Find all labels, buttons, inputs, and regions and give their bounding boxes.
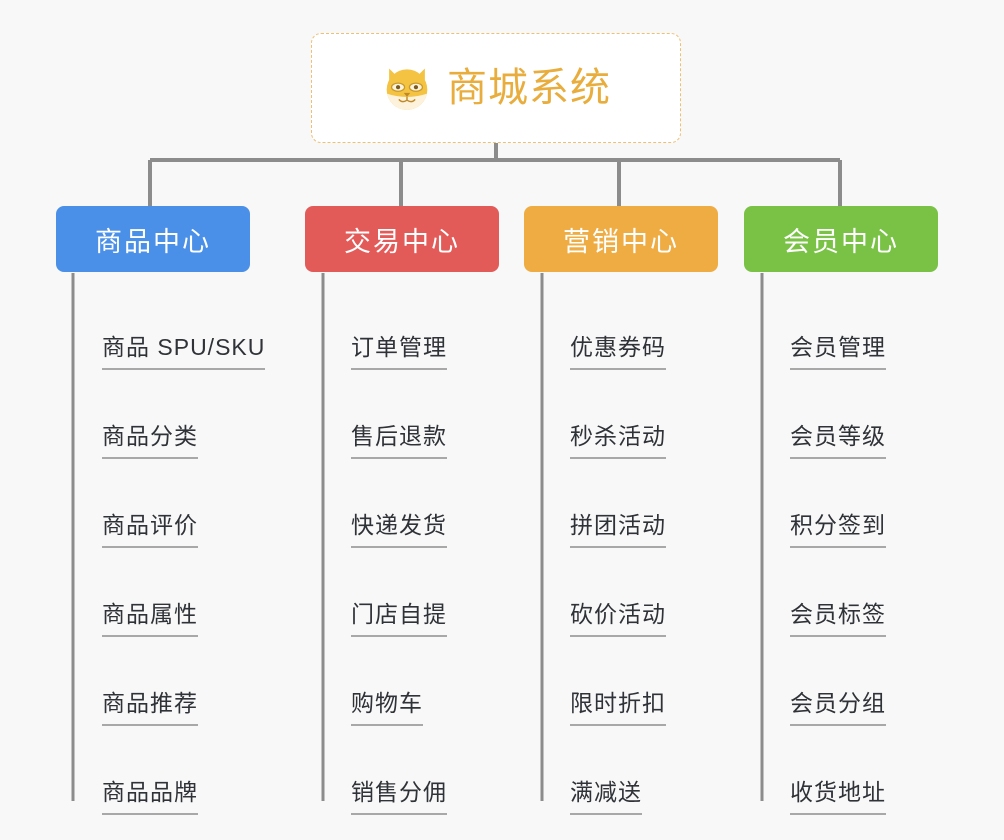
shiba-dog-face-icon bbox=[386, 68, 428, 110]
leaf-list-2: 优惠券码 秒杀活动 拼团活动 砍价活动 限时折扣 满减送 bbox=[524, 272, 718, 815]
leaf-item-label: 限时折扣 bbox=[570, 692, 666, 726]
category-header-label: 会员中心 bbox=[783, 226, 899, 257]
category-header-1[interactable]: 交易中心 bbox=[305, 206, 499, 272]
leaf-item-label: 砍价活动 bbox=[570, 603, 666, 637]
leaf-item-label: 商品属性 bbox=[102, 603, 198, 637]
leaf-item[interactable]: 商品推荐 bbox=[56, 637, 250, 726]
leaf-item-label: 售后退款 bbox=[351, 425, 447, 459]
root-node[interactable]: 商城系统 bbox=[311, 33, 681, 143]
leaf-item-label: 订单管理 bbox=[351, 336, 447, 370]
leaf-list-1: 订单管理 售后退款 快递发货 门店自提 购物车 销售分佣 bbox=[305, 272, 499, 815]
leaf-item[interactable]: 商品分类 bbox=[56, 370, 250, 459]
leaf-item[interactable]: 售后退款 bbox=[305, 370, 499, 459]
root-node-label: 商城系统 bbox=[447, 66, 611, 110]
leaf-item[interactable]: 会员标签 bbox=[744, 548, 938, 637]
leaf-item-label: 会员分组 bbox=[790, 692, 886, 726]
leaf-item[interactable]: 会员分组 bbox=[744, 637, 938, 726]
leaf-item[interactable]: 优惠券码 bbox=[524, 281, 718, 370]
leaf-item[interactable]: 快递发货 bbox=[305, 459, 499, 548]
leaf-list-0: 商品 SPU/SKU 商品分类 商品评价 商品属性 商品推荐 商品品牌 bbox=[56, 272, 266, 815]
leaf-item[interactable]: 限时折扣 bbox=[524, 637, 718, 726]
leaf-item-label: 商品评价 bbox=[102, 514, 198, 548]
leaf-item[interactable]: 商品评价 bbox=[56, 459, 250, 548]
leaf-item-label: 商品 SPU/SKU bbox=[102, 336, 266, 370]
leaf-item[interactable]: 订单管理 bbox=[305, 281, 499, 370]
category-header-0[interactable]: 商品中心 bbox=[56, 206, 250, 272]
leaf-item-label: 拼团活动 bbox=[570, 514, 666, 548]
category-column-0: 商品中心 商品 SPU/SKU 商品分类 商品评价 商品属性 商品推荐 商品品牌 bbox=[56, 206, 266, 815]
leaf-item[interactable]: 商品品牌 bbox=[56, 726, 250, 815]
leaf-list-3: 会员管理 会员等级 积分签到 会员标签 会员分组 收货地址 bbox=[744, 272, 938, 815]
leaf-item[interactable]: 商品 SPU/SKU bbox=[56, 281, 266, 370]
leaf-item-label: 收货地址 bbox=[790, 781, 886, 815]
category-header-label: 交易中心 bbox=[344, 226, 460, 257]
leaf-item[interactable]: 购物车 bbox=[305, 637, 499, 726]
leaf-item-label: 会员标签 bbox=[790, 603, 886, 637]
leaf-item-label: 销售分佣 bbox=[351, 781, 447, 815]
leaf-item[interactable]: 秒杀活动 bbox=[524, 370, 718, 459]
leaf-item-label: 商品分类 bbox=[102, 425, 198, 459]
category-header-label: 商品中心 bbox=[95, 226, 211, 257]
category-header-3[interactable]: 会员中心 bbox=[744, 206, 938, 272]
category-column-1: 交易中心 订单管理 售后退款 快递发货 门店自提 购物车 销售分佣 bbox=[305, 206, 499, 815]
leaf-item[interactable]: 会员管理 bbox=[744, 281, 938, 370]
leaf-item-label: 购物车 bbox=[351, 692, 423, 726]
category-column-2: 营销中心 优惠券码 秒杀活动 拼团活动 砍价活动 限时折扣 满减送 bbox=[524, 206, 718, 815]
leaf-item-label: 秒杀活动 bbox=[570, 425, 666, 459]
leaf-item[interactable]: 积分签到 bbox=[744, 459, 938, 548]
leaf-item[interactable]: 拼团活动 bbox=[524, 459, 718, 548]
leaf-item-label: 会员管理 bbox=[790, 336, 886, 370]
category-header-2[interactable]: 营销中心 bbox=[524, 206, 718, 272]
leaf-item[interactable]: 商品属性 bbox=[56, 548, 250, 637]
leaf-item[interactable]: 销售分佣 bbox=[305, 726, 499, 815]
leaf-item-label: 满减送 bbox=[570, 781, 642, 815]
category-column-3: 会员中心 会员管理 会员等级 积分签到 会员标签 会员分组 收货地址 bbox=[744, 206, 938, 815]
category-header-label: 营销中心 bbox=[563, 226, 679, 257]
leaf-item-label: 积分签到 bbox=[790, 514, 886, 548]
leaf-item[interactable]: 砍价活动 bbox=[524, 548, 718, 637]
leaf-item-label: 快递发货 bbox=[351, 514, 447, 548]
leaf-item[interactable]: 收货地址 bbox=[744, 726, 938, 815]
leaf-item[interactable]: 门店自提 bbox=[305, 548, 499, 637]
leaf-item-label: 商品推荐 bbox=[102, 692, 198, 726]
leaf-item-label: 优惠券码 bbox=[570, 336, 666, 370]
leaf-item[interactable]: 满减送 bbox=[524, 726, 718, 815]
leaf-item-label: 门店自提 bbox=[351, 603, 447, 637]
leaf-item[interactable]: 会员等级 bbox=[744, 370, 938, 459]
leaf-item-label: 商品品牌 bbox=[102, 781, 198, 815]
leaf-item-label: 会员等级 bbox=[790, 425, 886, 459]
